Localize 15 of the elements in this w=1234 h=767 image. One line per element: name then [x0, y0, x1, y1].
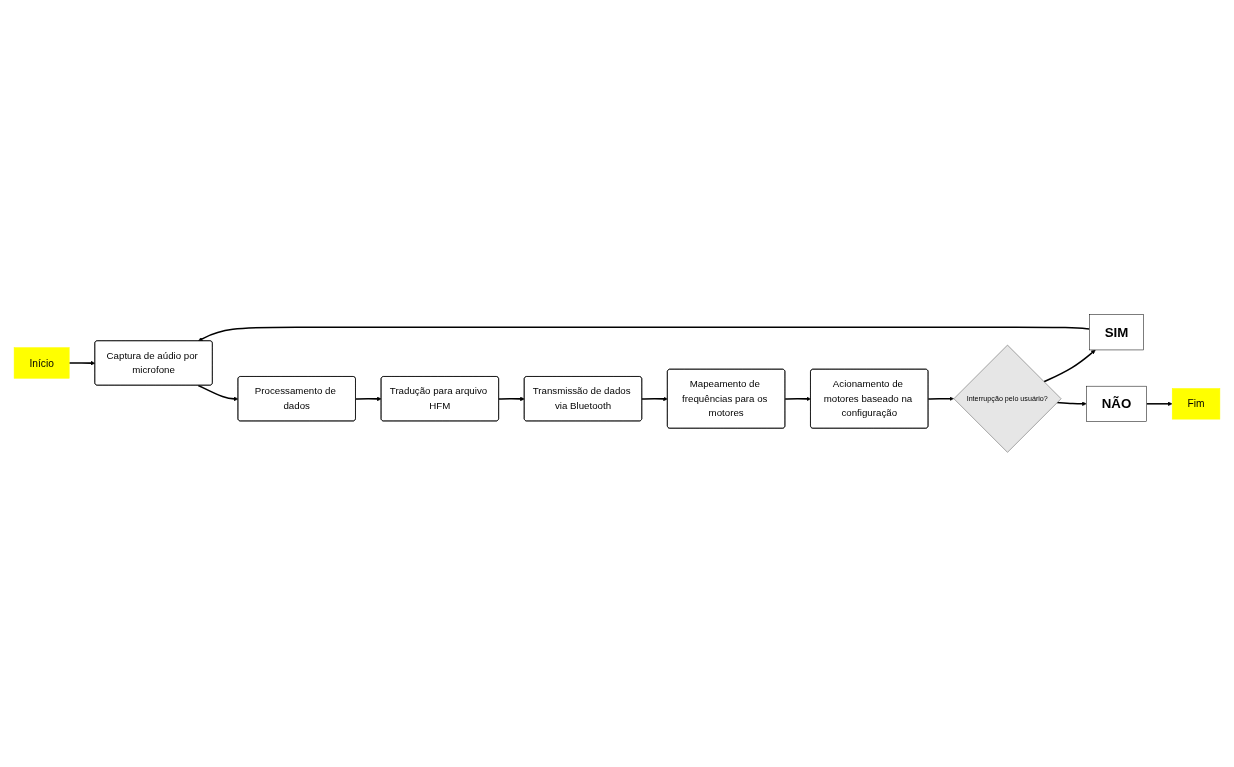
arrow — [784, 396, 811, 402]
arrow — [641, 396, 668, 402]
node-box: NÃO — [1086, 385, 1147, 422]
arrow — [355, 396, 382, 402]
arrow — [197, 384, 239, 402]
arrow — [927, 396, 954, 401]
node-box: Fim — [1171, 388, 1221, 420]
arrow — [68, 360, 96, 366]
arrow — [1056, 401, 1087, 407]
arrow — [1145, 401, 1173, 407]
node-box: Início — [13, 347, 70, 379]
arrow — [498, 396, 525, 402]
node-box: SIM — [1089, 314, 1144, 351]
arrow — [1043, 349, 1096, 383]
arrow — [198, 326, 1091, 342]
